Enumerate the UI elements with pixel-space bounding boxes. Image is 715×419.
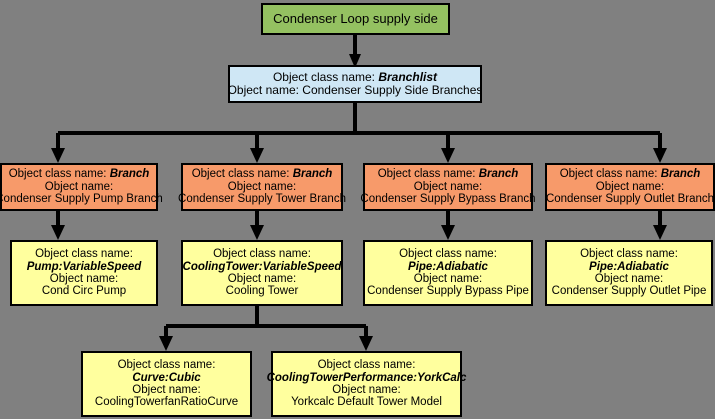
component-1-class-value: Pump:VariableSpeed [26,260,142,273]
subcomponent-2-class-value: CoolingTowerPerformance:YorkCalc [266,371,467,384]
subcomponent-2-class-prefix: Object class name: [317,359,416,372]
branch-3-name-value: Condenser Supply Bypass Branch [360,193,536,206]
branchlist-class-line: Object class name: Branchlist [273,71,437,84]
node-subcomponent-yorkcalc-default-tower-model[interactable]: Object class name: CoolingTowerPerforman… [267,351,466,417]
branch-4-class-line: Object class name: Branch [560,168,701,180]
branch-4-class-prefix: Object class name: [559,168,658,181]
edge-bus-to-branch-1 [51,133,65,163]
edge-branch-4-to-component-4 [653,211,667,240]
component-2-name-prefix: Object name: [227,273,297,285]
node-branch-condenser-supply-outlet-branch[interactable]: Object class name: Branch Object name: C… [545,163,715,211]
node-subcomponent-coolingtowerfanratiocurve[interactable]: Object class name: Curve:Cubic Object na… [81,351,252,417]
component-1-class-prefix: Object class name: [35,248,133,261]
branch-1-class-prefix: Object class name: [8,168,107,181]
branch-1-class-value: Branch [109,168,150,181]
branch-4-name-value: Condenser Supply Outlet Branch [545,193,715,206]
edge-branch-3-to-component-3 [441,211,455,240]
branch-2-class-value: Branch [292,168,333,181]
branch-1-name-value: Condenser Supply Pump Branch [0,193,163,206]
edge-bus-to-branch-4 [653,133,667,163]
node-component-condenser-supply-bypass-pipe[interactable]: Object class name: Pipe:Adiabatic Object… [363,240,533,306]
edge-bus-to-subcomponent-1 [159,326,173,351]
branch-2-class-line: Object class name: Branch [192,168,333,180]
branch-3-class-prefix: Object class name: [377,168,476,181]
node-condenser-loop-supply-side[interactable]: Condenser Loop supply side [261,3,450,35]
component-4-class-prefix: Object class name: [580,248,678,261]
component-2-name-value: Cooling Tower [225,285,299,298]
component-4-name-value: Condenser Supply Outlet Pipe [551,285,707,298]
edge-root-to-branchlist [349,35,361,68]
node-component-cond-circ-pump[interactable]: Object class name: Pump:VariableSpeed Ob… [10,240,158,306]
subcomponent-1-name-value: CoolingTowerfanRatioCurve [94,396,239,409]
component-2-class-value: CoolingTower:VariableSpeed [182,260,342,273]
branch-3-class-line: Object class name: Branch [378,168,519,180]
branch-3-name-prefix: Object name: [413,180,483,193]
branch-4-class-value: Branch [660,168,701,181]
edge-branch-1-to-component-1 [51,211,65,240]
component-3-class-value: Pipe:Adiabatic [408,260,488,273]
branchlist-name-prefix: Object name: [227,83,299,97]
branch-1-class-line: Object class name: Branch [9,168,150,180]
subcomponent-1-class-prefix: Object class name: [117,359,216,372]
branchlist-class-prefix: Object class name: [272,70,375,85]
subcomponent-2-name-value: Yorkcalc Default Tower Model [291,396,442,409]
node-branch-condenser-supply-bypass-branch[interactable]: Object class name: Branch Object name: C… [360,163,536,211]
component-3-name-value: Condenser Supply Bypass Pipe [367,285,529,298]
component-3-class-prefix: Object class name: [399,248,497,261]
branch-4-name-prefix: Object name: [595,180,665,193]
component-1-name-prefix: Object name: [49,273,119,285]
subcomponent-1-class-value: Curve:Cubic [132,371,201,384]
edge-cooling-tower-to-bus [166,306,366,328]
subcomponent-1-name-prefix: Object name: [132,384,201,396]
branch-3-class-value: Branch [478,168,519,181]
branch-2-class-prefix: Object class name: [191,168,290,181]
node-branchlist[interactable]: Object class name: Branchlist Object nam… [228,65,482,103]
edge-bus-to-subcomponent-2 [359,326,373,351]
edge-branch-2-to-component-2 [250,211,264,240]
node-component-cooling-tower[interactable]: Object class name: CoolingTower:Variable… [181,240,343,306]
component-3-name-prefix: Object name: [413,273,483,285]
branchlist-name-value: Condenser Supply Side Branches [302,83,483,97]
node-branch-condenser-supply-pump-branch[interactable]: Object class name: Branch Object name: C… [0,163,163,211]
root-title: Condenser Loop supply side [273,10,438,26]
component-4-name-prefix: Object name: [594,273,664,285]
branch-2-name-prefix: Object name: [227,180,297,193]
branchlist-class-value: Branchlist [378,70,438,85]
node-component-condenser-supply-outlet-pipe[interactable]: Object class name: Pipe:Adiabatic Object… [545,240,713,306]
branch-1-name-prefix: Object name: [44,180,114,193]
edge-branchlist-to-bus [58,103,660,135]
node-branch-condenser-supply-tower-branch[interactable]: Object class name: Branch Object name: C… [178,163,346,211]
subcomponent-2-name-prefix: Object name: [332,384,401,396]
branch-2-name-value: Condenser Supply Tower Branch [178,193,346,206]
branchlist-name-line: Object name: Condenser Supply Side Branc… [228,84,483,97]
component-1-name-value: Cond Circ Pump [41,285,127,298]
edge-bus-to-branch-2 [250,133,264,163]
component-4-class-value: Pipe:Adiabatic [589,260,669,273]
edge-bus-to-branch-3 [441,133,455,163]
component-2-class-prefix: Object class name: [213,248,311,261]
